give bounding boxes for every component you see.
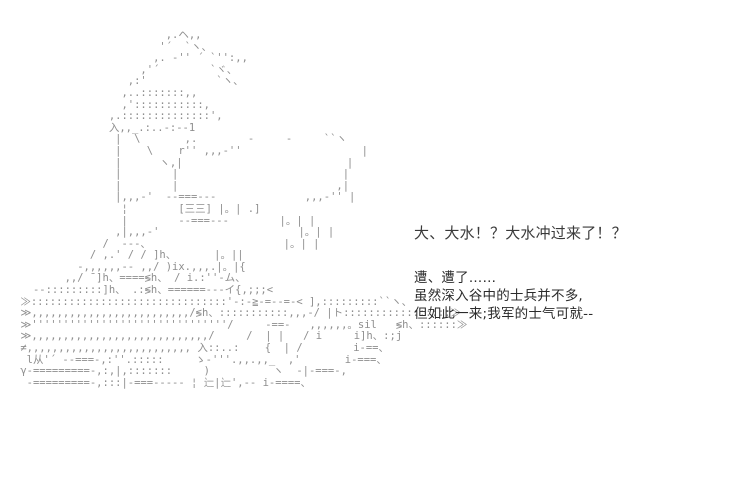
dialogue-shout-line: 大、大水！？大水冲过来了！？ (414, 224, 627, 242)
dialogue-narration-line-3: 但如此一来;我军的士气可就-- (414, 306, 594, 322)
dialogue-narration-line-2: 虽然深入谷中的士兵并不多, (414, 288, 583, 304)
dialogue-narration-line-1: 遭、遭了…… (414, 270, 497, 286)
ascii-art-illustration: ,.ヘ,, '´ `ヽ、 ,. ‐'' ´ `'':,, ,'´ `ヾ、 ,:'… (20, 29, 468, 389)
dialogue-area: 大、大水！？大水冲过来了！？ 遭、遭了…… 虽然深入谷中的士兵并不多, 但如此一… (414, 224, 714, 323)
